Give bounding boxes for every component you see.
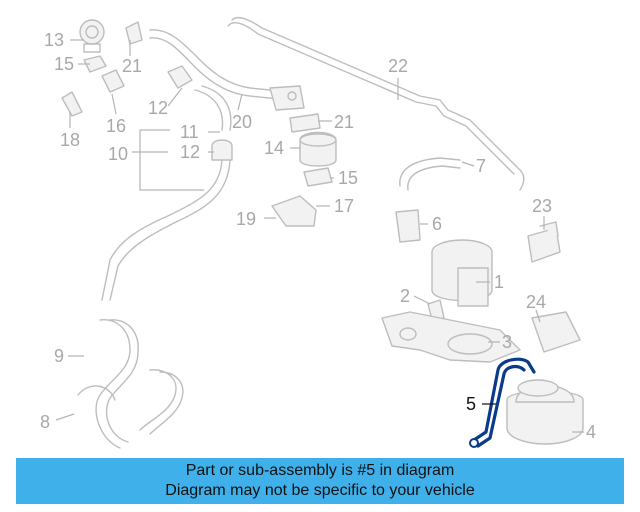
callout-11: 11 <box>180 122 199 142</box>
callout-16: 16 <box>106 116 126 136</box>
callout-21a: 21 <box>122 56 142 76</box>
callout-7: 7 <box>476 156 486 176</box>
callout-5: 5 <box>466 394 476 414</box>
top-left-parts <box>61 19 305 161</box>
leader-lines <box>55 39 584 433</box>
vacuum-line-22 <box>227 16 525 191</box>
callout-8: 8 <box>40 412 50 432</box>
callout-15a: 15 <box>54 54 74 74</box>
callout-13: 13 <box>44 30 64 50</box>
callout-14: 14 <box>264 138 284 158</box>
callout-2: 2 <box>400 286 410 306</box>
callout-labels: 13 15 21 16 18 12 11 10 12 20 21 14 15 1… <box>40 30 596 442</box>
info-banner: Part or sub-assembly is #5 in diagram Di… <box>16 458 624 504</box>
right-upper-parts <box>395 157 561 263</box>
banner-line-2: Diagram may not be specific to your vehi… <box>165 482 475 499</box>
callout-24: 24 <box>526 292 546 312</box>
middle-parts <box>271 113 337 227</box>
callout-21b: 21 <box>334 112 354 132</box>
callout-19: 19 <box>236 209 256 229</box>
callout-22: 22 <box>388 56 408 76</box>
callout-4: 4 <box>586 422 596 442</box>
callout-12a: 12 <box>148 98 168 118</box>
banner-line-1: Part or sub-assembly is #5 in diagram <box>185 462 455 479</box>
callout-10: 10 <box>108 144 128 164</box>
hose-assembly-left <box>77 29 291 449</box>
callout-20: 20 <box>232 112 252 132</box>
callout-15b: 15 <box>338 168 358 188</box>
callout-1: 1 <box>494 272 504 292</box>
pump-and-brackets <box>381 239 581 363</box>
canister-4 <box>506 379 584 445</box>
callout-9: 9 <box>54 346 64 366</box>
callout-23: 23 <box>532 196 552 216</box>
callout-17: 17 <box>334 196 354 216</box>
callout-12b: 12 <box>180 142 200 162</box>
callout-3: 3 <box>502 332 512 352</box>
callout-18: 18 <box>60 130 80 150</box>
highlighted-hose-5 <box>469 357 536 448</box>
callout-6: 6 <box>432 214 442 234</box>
